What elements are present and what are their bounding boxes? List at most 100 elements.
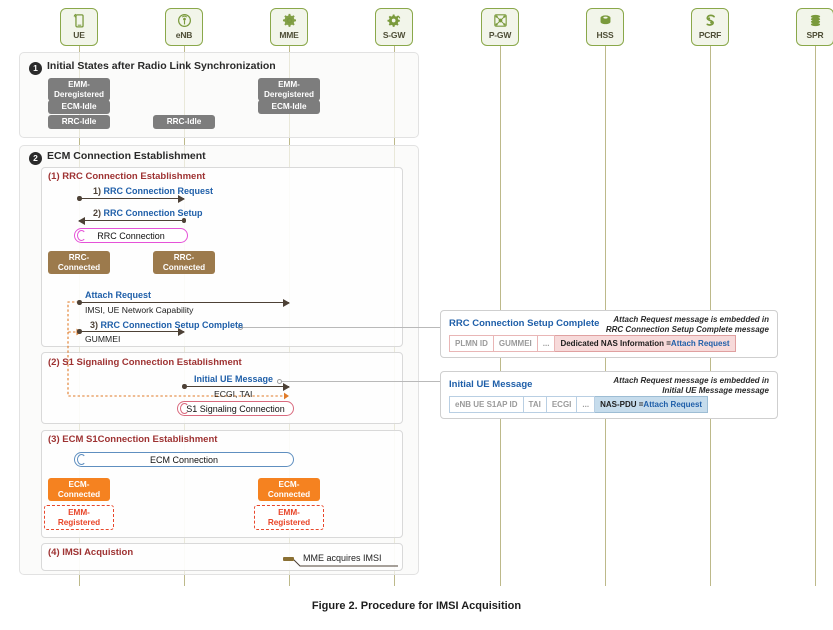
field-enb-ue-s1ap-id: eNB UE S1AP ID: [449, 396, 524, 413]
capsule-end-icon: [77, 454, 86, 465]
node-hss: HSS: [586, 8, 624, 46]
message-4-number: 3): [90, 320, 99, 330]
node-label-hss: HSS: [596, 30, 614, 40]
node-label-spr: SPR: [806, 30, 824, 40]
connection-rrc-label: RRC Connection: [97, 230, 165, 241]
section-2-title-text: ECM Connection Establishment: [47, 150, 206, 162]
node-pgw: P-GW: [481, 8, 519, 46]
node-label-pcrf: PCRF: [698, 30, 722, 40]
message-2-number: 2): [93, 208, 102, 218]
lifeline-spr: [815, 46, 816, 586]
capsule-end-icon: [77, 230, 86, 241]
mobile-phone-icon: [71, 11, 88, 30]
section-1-badge: 1: [29, 61, 42, 75]
message-4-label: 3) RRC Connection Setup Complete: [90, 320, 243, 330]
node-label-enb: eNB: [175, 30, 193, 40]
field-nas-pdu-prefix: NAS-PDU =: [600, 400, 644, 409]
section-2-badge: 2: [29, 151, 42, 165]
message-panel-rrc-note: Attach Request message is embedded in RR…: [605, 315, 769, 334]
message-1-text: RRC Connection Request: [103, 186, 214, 196]
arrow-origin-dot: [181, 218, 186, 223]
subsection-2-title: (2) S1 Signaling Connection Establishmen…: [48, 357, 242, 368]
node-mme: MME: [270, 8, 308, 46]
state-ue-rrc-connected: RRC-Connected: [48, 251, 110, 274]
subsection-3-title: (3) ECM S1Connection Establishment: [48, 434, 218, 445]
gear-icon: [281, 11, 298, 30]
node-label-mme: MME: [279, 30, 299, 40]
message-panel-s1ap-title: Initial UE Message: [449, 379, 533, 390]
section-2-title: 2 ECM Connection Establishment: [29, 150, 206, 165]
message-3-label: Attach Request: [85, 290, 151, 300]
state-ue-ecm-idle: ECM-Idle: [48, 100, 110, 114]
antenna-icon: [176, 11, 193, 30]
section-1-title: 1 Initial States after Radio Link Synchro…: [29, 60, 276, 75]
message-3-arrow: [77, 297, 290, 309]
connection-ecm-label: ECM Connection: [149, 454, 219, 465]
field-tai: TAI: [523, 396, 547, 413]
state-ue-emm-deregistered: EMM-Deregistered: [48, 78, 110, 101]
message-panel-rrc-fields: PLMN ID GUMMEI ... Dedicated NAS Informa…: [449, 335, 736, 352]
message-5-arrow: [182, 381, 290, 393]
state-enb-rrc-connected: RRC-Connected: [153, 251, 215, 274]
arrow-origin-dot: [77, 300, 82, 305]
message-3-params: IMSI, UE Network Capability: [85, 305, 194, 315]
node-label-ue: UE: [73, 30, 85, 40]
arrow-origin-dot: [77, 329, 82, 334]
state-ue-emm-registered: EMM-Registered: [44, 505, 114, 530]
gateway-gear-icon: [386, 11, 403, 30]
capsule-end-icon: [180, 403, 189, 414]
mesh-icon: [492, 11, 509, 30]
state-ue-rrc-idle: RRC-Idle: [48, 115, 110, 129]
message-2-text: RRC Connection Setup: [103, 208, 203, 218]
node-pcrf: PCRF: [691, 8, 729, 46]
connection-ecm: ECM Connection: [74, 452, 294, 467]
node-label-sgw: S-GW: [382, 30, 406, 40]
message-5-label: Initial UE Message: [194, 374, 273, 384]
imsi-marker-icon: [283, 557, 294, 561]
figure-caption: Figure 2. Procedure for IMSI Acquisition: [311, 600, 522, 612]
connection-s1-label: S1 Signaling Connection: [186, 403, 285, 414]
policy-icon: [702, 11, 719, 30]
message-1-arrow: [77, 193, 185, 205]
leader-s1ap-panel: [277, 378, 440, 384]
message-4-params: GUMMEI: [85, 334, 121, 344]
stack-disk-icon: [807, 11, 824, 30]
message-panel-rrc-title: RRC Connection Setup Complete: [449, 318, 600, 329]
section-1-title-text: Initial States after Radio Link Synchron…: [47, 60, 276, 72]
subsection-1-title: (1) RRC Connection Establishment: [48, 171, 206, 182]
state-mme-ecm-idle: ECM-Idle: [258, 100, 320, 114]
message-4-arrow: [77, 326, 185, 338]
connection-s1-signaling: S1 Signaling Connection: [177, 401, 294, 416]
arrow-origin-dot: [77, 196, 82, 201]
field-dedicated-nas-information: Dedicated NAS Information = Attach Reque…: [555, 335, 736, 352]
leader-knob: [238, 324, 243, 330]
field-nas-pdu: NAS-PDU = Attach Request: [595, 396, 709, 413]
subsection-4-title: (4) IMSI Acquistion: [48, 547, 134, 558]
leader-knob: [277, 378, 282, 384]
field-dedicated-nas-value: Attach Request: [670, 339, 730, 348]
leader-rrc-panel: [238, 324, 440, 330]
message-2-label: 2) RRC Connection Setup: [93, 208, 203, 218]
field-ecgi: ECGI: [546, 396, 578, 413]
node-ue: UE: [60, 8, 98, 46]
field-gummei: GUMMEI: [493, 335, 538, 352]
message-panel-s1ap-fields: eNB UE S1AP ID TAI ECGI ... NAS-PDU = At…: [449, 396, 709, 413]
message-panel-s1ap-note: Attach Request message is embedded in In…: [613, 376, 769, 395]
node-sgw: S-GW: [375, 8, 413, 46]
state-mme-emm-registered: EMM-Registered: [254, 505, 324, 530]
state-ue-ecm-connected: ECM-Connected: [48, 478, 110, 501]
message-panel-s1ap: Initial UE Message Attach Request messag…: [440, 371, 778, 419]
node-label-pgw: P-GW: [488, 30, 512, 40]
arrow-origin-dot: [182, 384, 187, 389]
field-ellipsis: ...: [577, 396, 596, 413]
message-2-arrow: [78, 215, 186, 227]
field-ellipsis: ...: [537, 335, 556, 352]
state-enb-rrc-idle: RRC-Idle: [153, 115, 215, 129]
node-spr: SPR: [796, 8, 833, 46]
state-mme-emm-deregistered: EMM-Deregistered: [258, 78, 320, 101]
field-nas-pdu-value: Attach Request: [643, 400, 703, 409]
node-enb: eNB: [165, 8, 203, 46]
message-5-text: Initial UE Message: [194, 374, 274, 384]
connection-rrc: RRC Connection: [74, 228, 188, 243]
